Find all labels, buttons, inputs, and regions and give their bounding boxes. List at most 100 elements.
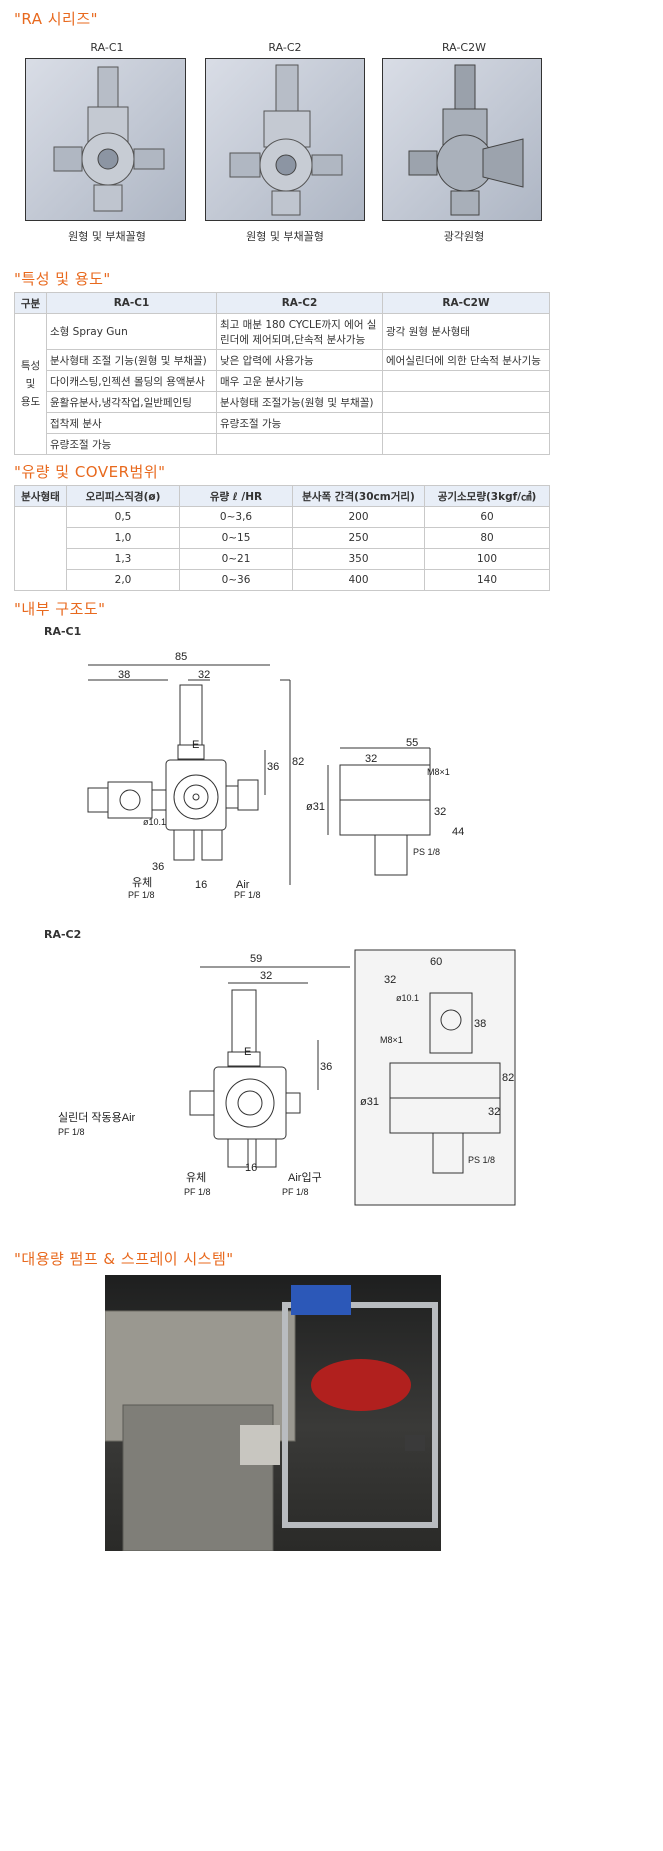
product-model-c2: RA-C2 <box>268 41 302 54</box>
table-cell: 소형 Spray Gun <box>46 313 217 350</box>
table-cell: 350 <box>292 548 425 570</box>
features-row-label-line: 및 <box>25 378 36 390</box>
product-caption-c1: 원형 및 부채꼴형 <box>68 230 146 243</box>
table-cell: 1,0 <box>66 527 180 549</box>
structure-title: "내부 구조도" <box>14 600 106 618</box>
table-cell: 200 <box>292 506 425 528</box>
table-row: 분사형태 조절 기능(원형 및 부채꼴) 낮은 압력에 사용가능 에어실린더에 … <box>15 349 550 371</box>
table-cell <box>382 433 550 455</box>
dim-label: ø31 <box>360 1096 379 1108</box>
dim-label: 55 <box>406 737 418 749</box>
product-photo-c1 <box>25 58 186 221</box>
dim-label: 32 <box>260 970 272 982</box>
dim-label: 36 <box>320 1061 332 1073</box>
features-row-label: 특성 및 용도 <box>14 313 47 455</box>
table-cell: 1,3 <box>66 548 180 570</box>
flow-type-cell <box>14 506 67 591</box>
flow-header-orifice: 오리피스직경(ø) <box>66 485 180 507</box>
drawing-label-c1: RA-C1 <box>44 625 82 638</box>
flow-header-flow: 유량 ℓ /HR <box>179 485 293 507</box>
table-cell <box>382 370 550 392</box>
table-row: 유량조절 가능 <box>15 433 550 455</box>
table-row: 2,0 0~36 400 140 <box>15 569 550 591</box>
dim-label: 59 <box>250 953 262 965</box>
table-cell: 분사형태 조절 기능(원형 및 부채꼴) <box>46 349 217 371</box>
table-cell <box>382 391 550 413</box>
table-cell: 0~3,6 <box>179 506 293 528</box>
table-row: 1,0 0~15 250 80 <box>15 527 550 549</box>
product-caption-c2w: 광각원형 <box>443 230 485 243</box>
table-cell: 유량조절 가능 <box>46 433 217 455</box>
spray-gun-c1-icon <box>53 66 165 212</box>
dim-label: ø10.1 <box>396 993 419 1003</box>
dim-label: E <box>192 739 199 751</box>
table-cell: 2,0 <box>66 569 180 591</box>
flow-table: 분사형태 오리피스직경(ø) 유량 ℓ /HR 분사폭 간격(30cm거리) 공… <box>14 485 550 591</box>
dim-label: 38 <box>118 669 130 681</box>
table-cell: 매우 고운 분사기능 <box>216 370 383 392</box>
features-header-c2w: RA-C2W <box>382 292 550 314</box>
pump-system-photo <box>105 1275 441 1551</box>
dim-label: 82 <box>502 1072 514 1084</box>
dim-label: 32 <box>198 669 210 681</box>
dim-label: 32 <box>384 974 396 986</box>
dim-label: M8×1 <box>427 767 450 777</box>
table-cell: 60 <box>424 506 550 528</box>
table-cell <box>216 433 383 455</box>
features-table: 구분 RA-C1 RA-C2 RA-C2W 특성 및 용도 소형 Spray G… <box>14 292 550 455</box>
table-cell: 낮은 압력에 사용가능 <box>216 349 383 371</box>
drawing-label-c2: RA-C2 <box>44 928 82 941</box>
features-header-c1: RA-C1 <box>46 292 217 314</box>
dim-label: 36 <box>152 861 164 873</box>
dim-label: PF 1/8 <box>184 1187 211 1197</box>
table-cell: 다이캐스팅,인젝션 몰딩의 용액분사 <box>46 370 217 392</box>
dim-label: 32 <box>488 1106 500 1118</box>
table-cell: 0~21 <box>179 548 293 570</box>
table-cell: 250 <box>292 527 425 549</box>
dim-label: 82 <box>292 756 304 768</box>
product-photo-c2w <box>382 58 542 221</box>
dim-label: ø31 <box>306 801 325 813</box>
dim-label: PF 1/8 <box>234 890 261 900</box>
table-row: 다이캐스팅,인젝션 몰딩의 용액분사 매우 고운 분사기능 <box>15 370 550 392</box>
dim-label: 32 <box>365 753 377 765</box>
table-row: 1,3 0~21 350 100 <box>15 548 550 570</box>
features-row-label-line: 특성 <box>20 360 41 372</box>
dim-label: PS 1/8 <box>413 847 440 857</box>
table-cell: 0~15 <box>179 527 293 549</box>
spray-gun-c2w-icon <box>408 64 524 216</box>
flow-title: "유량 및 COVER범위" <box>14 463 166 481</box>
drawing-c1: 85 38 32 36 82 ø10.1 E 36 16 유체 PF 1/8 A… <box>87 651 464 900</box>
spray-gun-c2-icon <box>229 64 343 216</box>
product-caption-c2: 원형 및 부채꼴형 <box>246 230 324 243</box>
table-cell: 80 <box>424 527 550 549</box>
dim-label: 유체 <box>186 1171 206 1184</box>
dim-label: PF 1/8 <box>58 1127 85 1137</box>
table-row: 0,5 0~3,6 200 60 <box>14 506 550 591</box>
dim-label: 36 <box>267 761 279 773</box>
flow-header-air: 공기소모량(3kgf/㎠) <box>424 485 550 507</box>
dim-label: 44 <box>452 826 464 838</box>
dim-label: E <box>244 1046 251 1058</box>
pump-title: "대용량 펌프 & 스프레이 시스템" <box>14 1250 234 1268</box>
table-cell: 0,5 <box>66 506 180 528</box>
table-row: 특성 및 용도 소형 Spray Gun 최고 매분 180 CYCLE까지 에… <box>14 313 550 455</box>
flow-header-row: 분사형태 오리피스직경(ø) 유량 ℓ /HR 분사폭 간격(30cm거리) 공… <box>14 485 550 507</box>
table-cell: 140 <box>424 569 550 591</box>
features-title: "특성 및 용도" <box>14 270 111 288</box>
flow-header-width: 분사폭 간격(30cm거리) <box>292 485 425 507</box>
dim-label: 32 <box>434 806 446 818</box>
dim-label: 16 <box>245 1162 257 1174</box>
dim-label: 실린더 작동용Air <box>58 1111 136 1124</box>
table-cell: 유량조절 가능 <box>216 412 383 434</box>
table-cell: 윤활유분사,냉각작업,일반페인팅 <box>46 391 217 413</box>
dim-label: Air <box>236 879 250 891</box>
dim-label: PS 1/8 <box>468 1155 495 1165</box>
dim-label: ø10.1 <box>143 817 166 827</box>
table-cell <box>382 412 550 434</box>
dim-label: 60 <box>430 956 442 968</box>
table-cell: 최고 매분 180 CYCLE까지 에어 실린더에 제어되며,단속적 분사가능 <box>216 313 383 350</box>
dim-label: 38 <box>474 1018 486 1030</box>
table-cell: 400 <box>292 569 425 591</box>
dim-label: 유체 <box>132 876 152 889</box>
